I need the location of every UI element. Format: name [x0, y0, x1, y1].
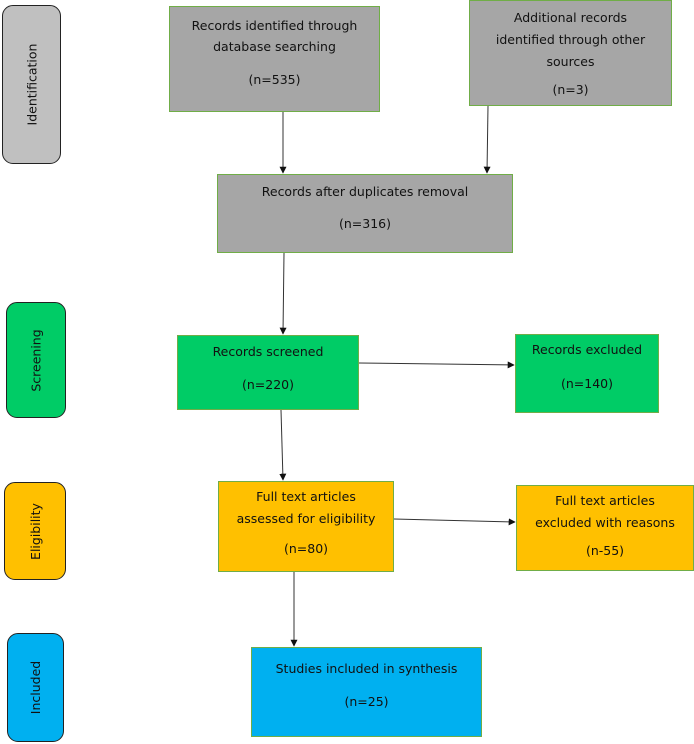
arrow-duplicates-to-screened	[279, 252, 287, 335]
stage-identification: Identification	[2, 5, 61, 164]
box-fulltext-excluded: Full text articles excluded with reasons…	[516, 485, 694, 571]
box-text: assessed for eligibility	[236, 511, 376, 526]
box-text: Records after duplicates removal	[261, 184, 469, 199]
box-count: (n-55)	[585, 543, 625, 558]
box-count: (n=140)	[560, 376, 613, 391]
box-count: (n=316)	[338, 216, 391, 231]
arrow-screened-to-excluded	[358, 361, 515, 369]
stage-screening: Screening	[6, 302, 66, 418]
arrow-other-to-duplicates	[483, 105, 491, 174]
box-count: (n=80)	[283, 541, 329, 556]
box-text: Full text articles	[256, 489, 356, 504]
box-text: identified through other	[495, 32, 646, 47]
box-text: Records screened	[212, 344, 324, 359]
box-text: Additional records	[513, 10, 628, 25]
arrow-screened-to-fulltext	[279, 409, 287, 481]
box-count: (n=535)	[248, 72, 301, 87]
box-records-screened: Records screened (n=220)	[177, 335, 359, 410]
box-records-excluded: Records excluded (n=140)	[515, 334, 659, 413]
box-text: Records identified through	[191, 18, 358, 33]
stage-label: Identification	[24, 43, 39, 126]
box-text: excluded with reasons	[535, 515, 675, 530]
box-text: database searching	[213, 39, 336, 54]
box-text: sources	[546, 54, 595, 69]
box-after-duplicates: Records after duplicates removal (n=316)	[217, 174, 513, 253]
box-studies-included: Studies included in synthesis (n=25)	[251, 647, 482, 737]
box-text: Records excluded	[531, 342, 643, 357]
box-count: (n=3)	[552, 82, 589, 97]
stage-eligibility: Eligibility	[4, 482, 66, 580]
box-text: Studies included in synthesis	[275, 661, 458, 676]
box-text: Full text articles	[555, 493, 655, 508]
box-database-search: Records identified through database sear…	[169, 6, 380, 112]
stage-label: Screening	[28, 328, 44, 392]
box-fulltext-assessed: Full text articles assessed for eligibil…	[218, 481, 394, 572]
box-count: (n=25)	[344, 694, 389, 709]
arrow-fulltext-to-excluded	[393, 518, 516, 526]
stage-label: Included	[28, 660, 43, 715]
stage-included: Included	[7, 633, 64, 742]
box-other-sources: Additional records identified through ot…	[469, 0, 672, 106]
box-count: (n=220)	[241, 377, 294, 392]
stage-label: Eligibility	[27, 502, 43, 560]
